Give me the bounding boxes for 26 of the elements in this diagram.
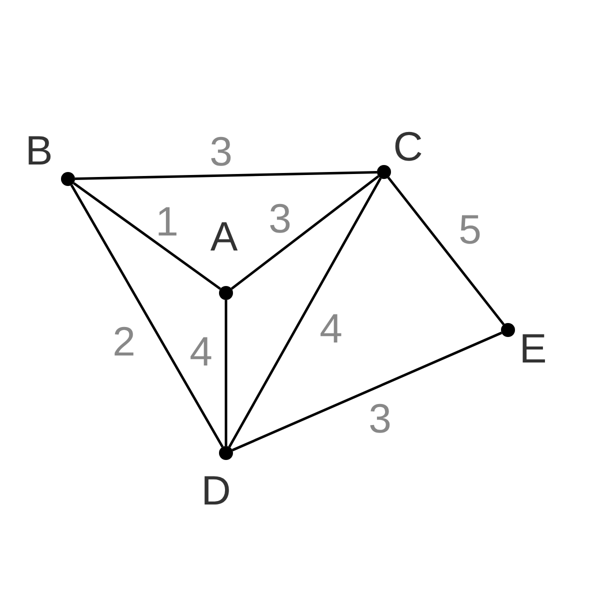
vertex-label: E (519, 328, 547, 370)
vertex-label: B (25, 130, 53, 172)
edge-line (74, 170, 378, 180)
edge-line (224, 300, 228, 446)
edge-label: 5 (458, 210, 482, 250)
vertex-label: D (201, 470, 231, 512)
edge-label: 3 (268, 198, 292, 240)
vertex-dot (501, 323, 515, 337)
edge-label: 4 (320, 308, 342, 350)
edge-label: 4 (190, 332, 212, 372)
edge-label: 3 (368, 398, 392, 440)
vertex-label: A (210, 216, 238, 258)
edge-line (230, 175, 380, 290)
edge-label: 3 (210, 132, 232, 172)
vertex-dot (219, 446, 233, 460)
vertex-dot (61, 172, 75, 186)
vertex-dot (219, 286, 233, 300)
vertex-label: C (393, 126, 423, 168)
edge-line (228, 177, 382, 448)
edge-line (387, 176, 505, 326)
edge-label: 2 (112, 322, 136, 362)
edge-line (70, 184, 224, 448)
edge-line (72, 182, 222, 290)
edge-line (232, 332, 502, 452)
edge-label: 1 (156, 202, 178, 242)
vertex-dot (377, 165, 391, 179)
